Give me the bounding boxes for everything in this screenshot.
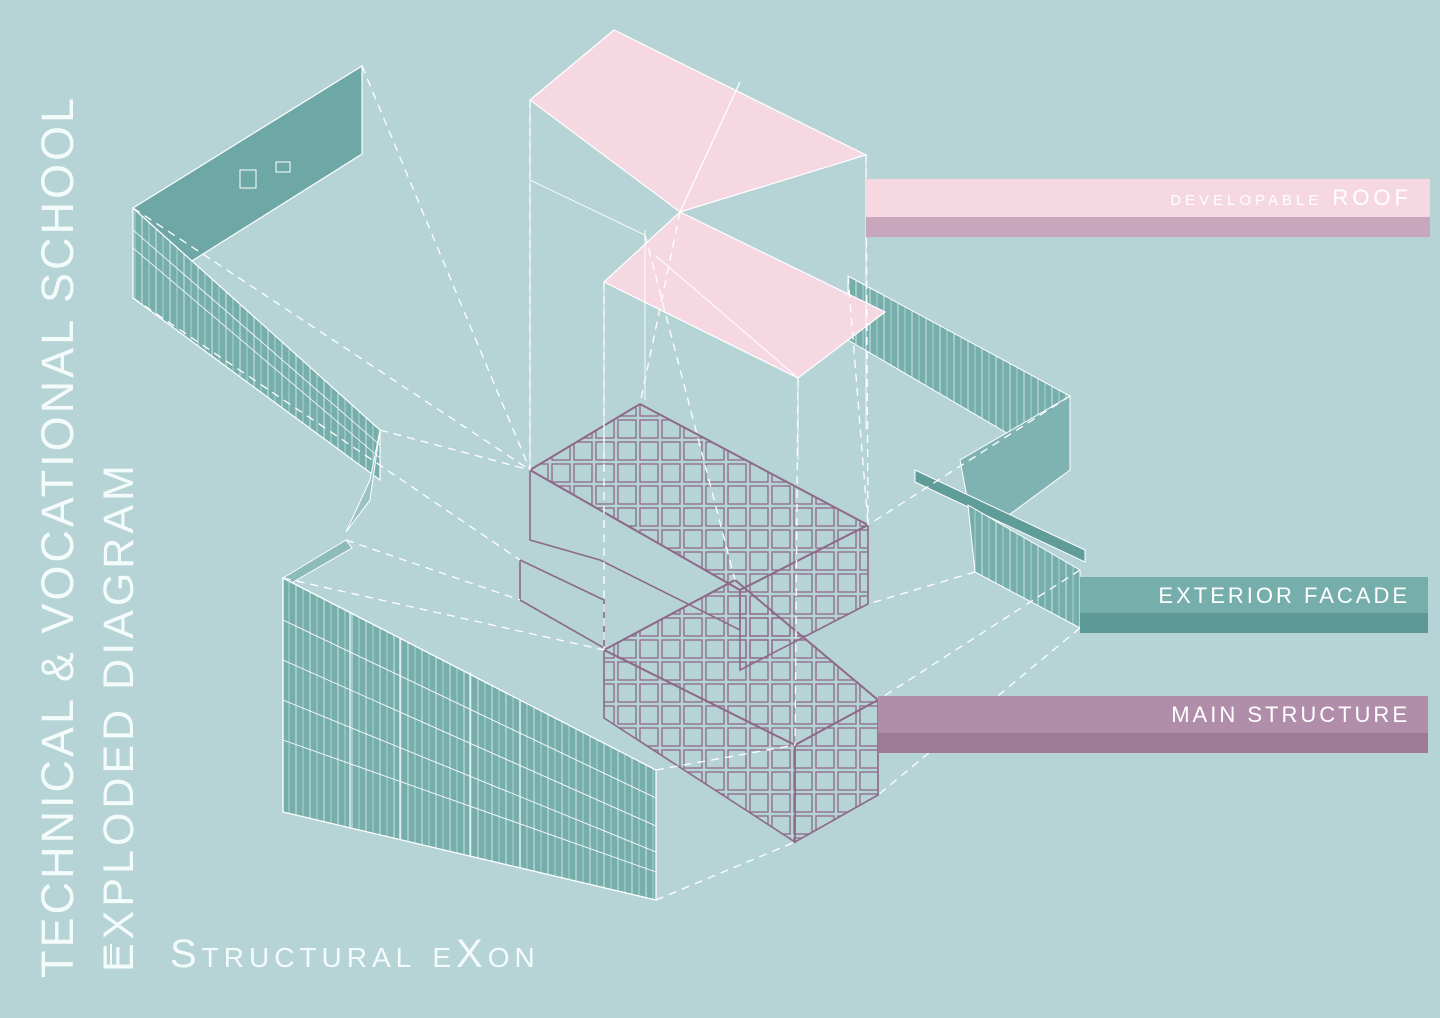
label-facade: EXTERIOR FACADE: [1080, 577, 1428, 615]
label-structure-underlay: [878, 733, 1428, 753]
label-facade-underlay: [1080, 613, 1428, 633]
structure-lower-side: [794, 698, 879, 844]
roof: [529, 29, 887, 470]
label-roof: developable ROOF: [866, 179, 1430, 217]
drawing-caption: Structural eXon: [170, 932, 540, 976]
label-facade-text: EXTERIOR FACADE: [1158, 583, 1410, 608]
drawing-title: TECHNICAL & VOCATIONAL SCHOOL: [32, 95, 83, 978]
facade-left-lower: [282, 539, 657, 901]
facade-left-return: [345, 429, 381, 533]
window-icon: [275, 161, 291, 173]
facade-right: [847, 275, 1086, 629]
subtitle-bar: [110, 944, 112, 966]
structure-upper-front: [529, 468, 741, 632]
main-structure: [519, 402, 880, 844]
label-structure-text: MAIN STRUCTURE: [1171, 702, 1410, 727]
label-roof-text: developable ROOF: [1170, 185, 1412, 210]
structure-base-slab: [519, 558, 605, 650]
facade-lower-end: [282, 539, 353, 586]
facade-left-long-wall: [132, 206, 381, 482]
label-structure: MAIN STRUCTURE: [878, 696, 1428, 734]
facade-left-upper: [132, 64, 381, 533]
window-icon: [239, 169, 257, 189]
facade-right-canopy: [914, 469, 1086, 563]
drawing-subtitle: EXPLODED DIAGRAM: [95, 461, 143, 972]
label-roof-underlay: [866, 217, 1430, 237]
roof-panel-back: [529, 29, 868, 213]
